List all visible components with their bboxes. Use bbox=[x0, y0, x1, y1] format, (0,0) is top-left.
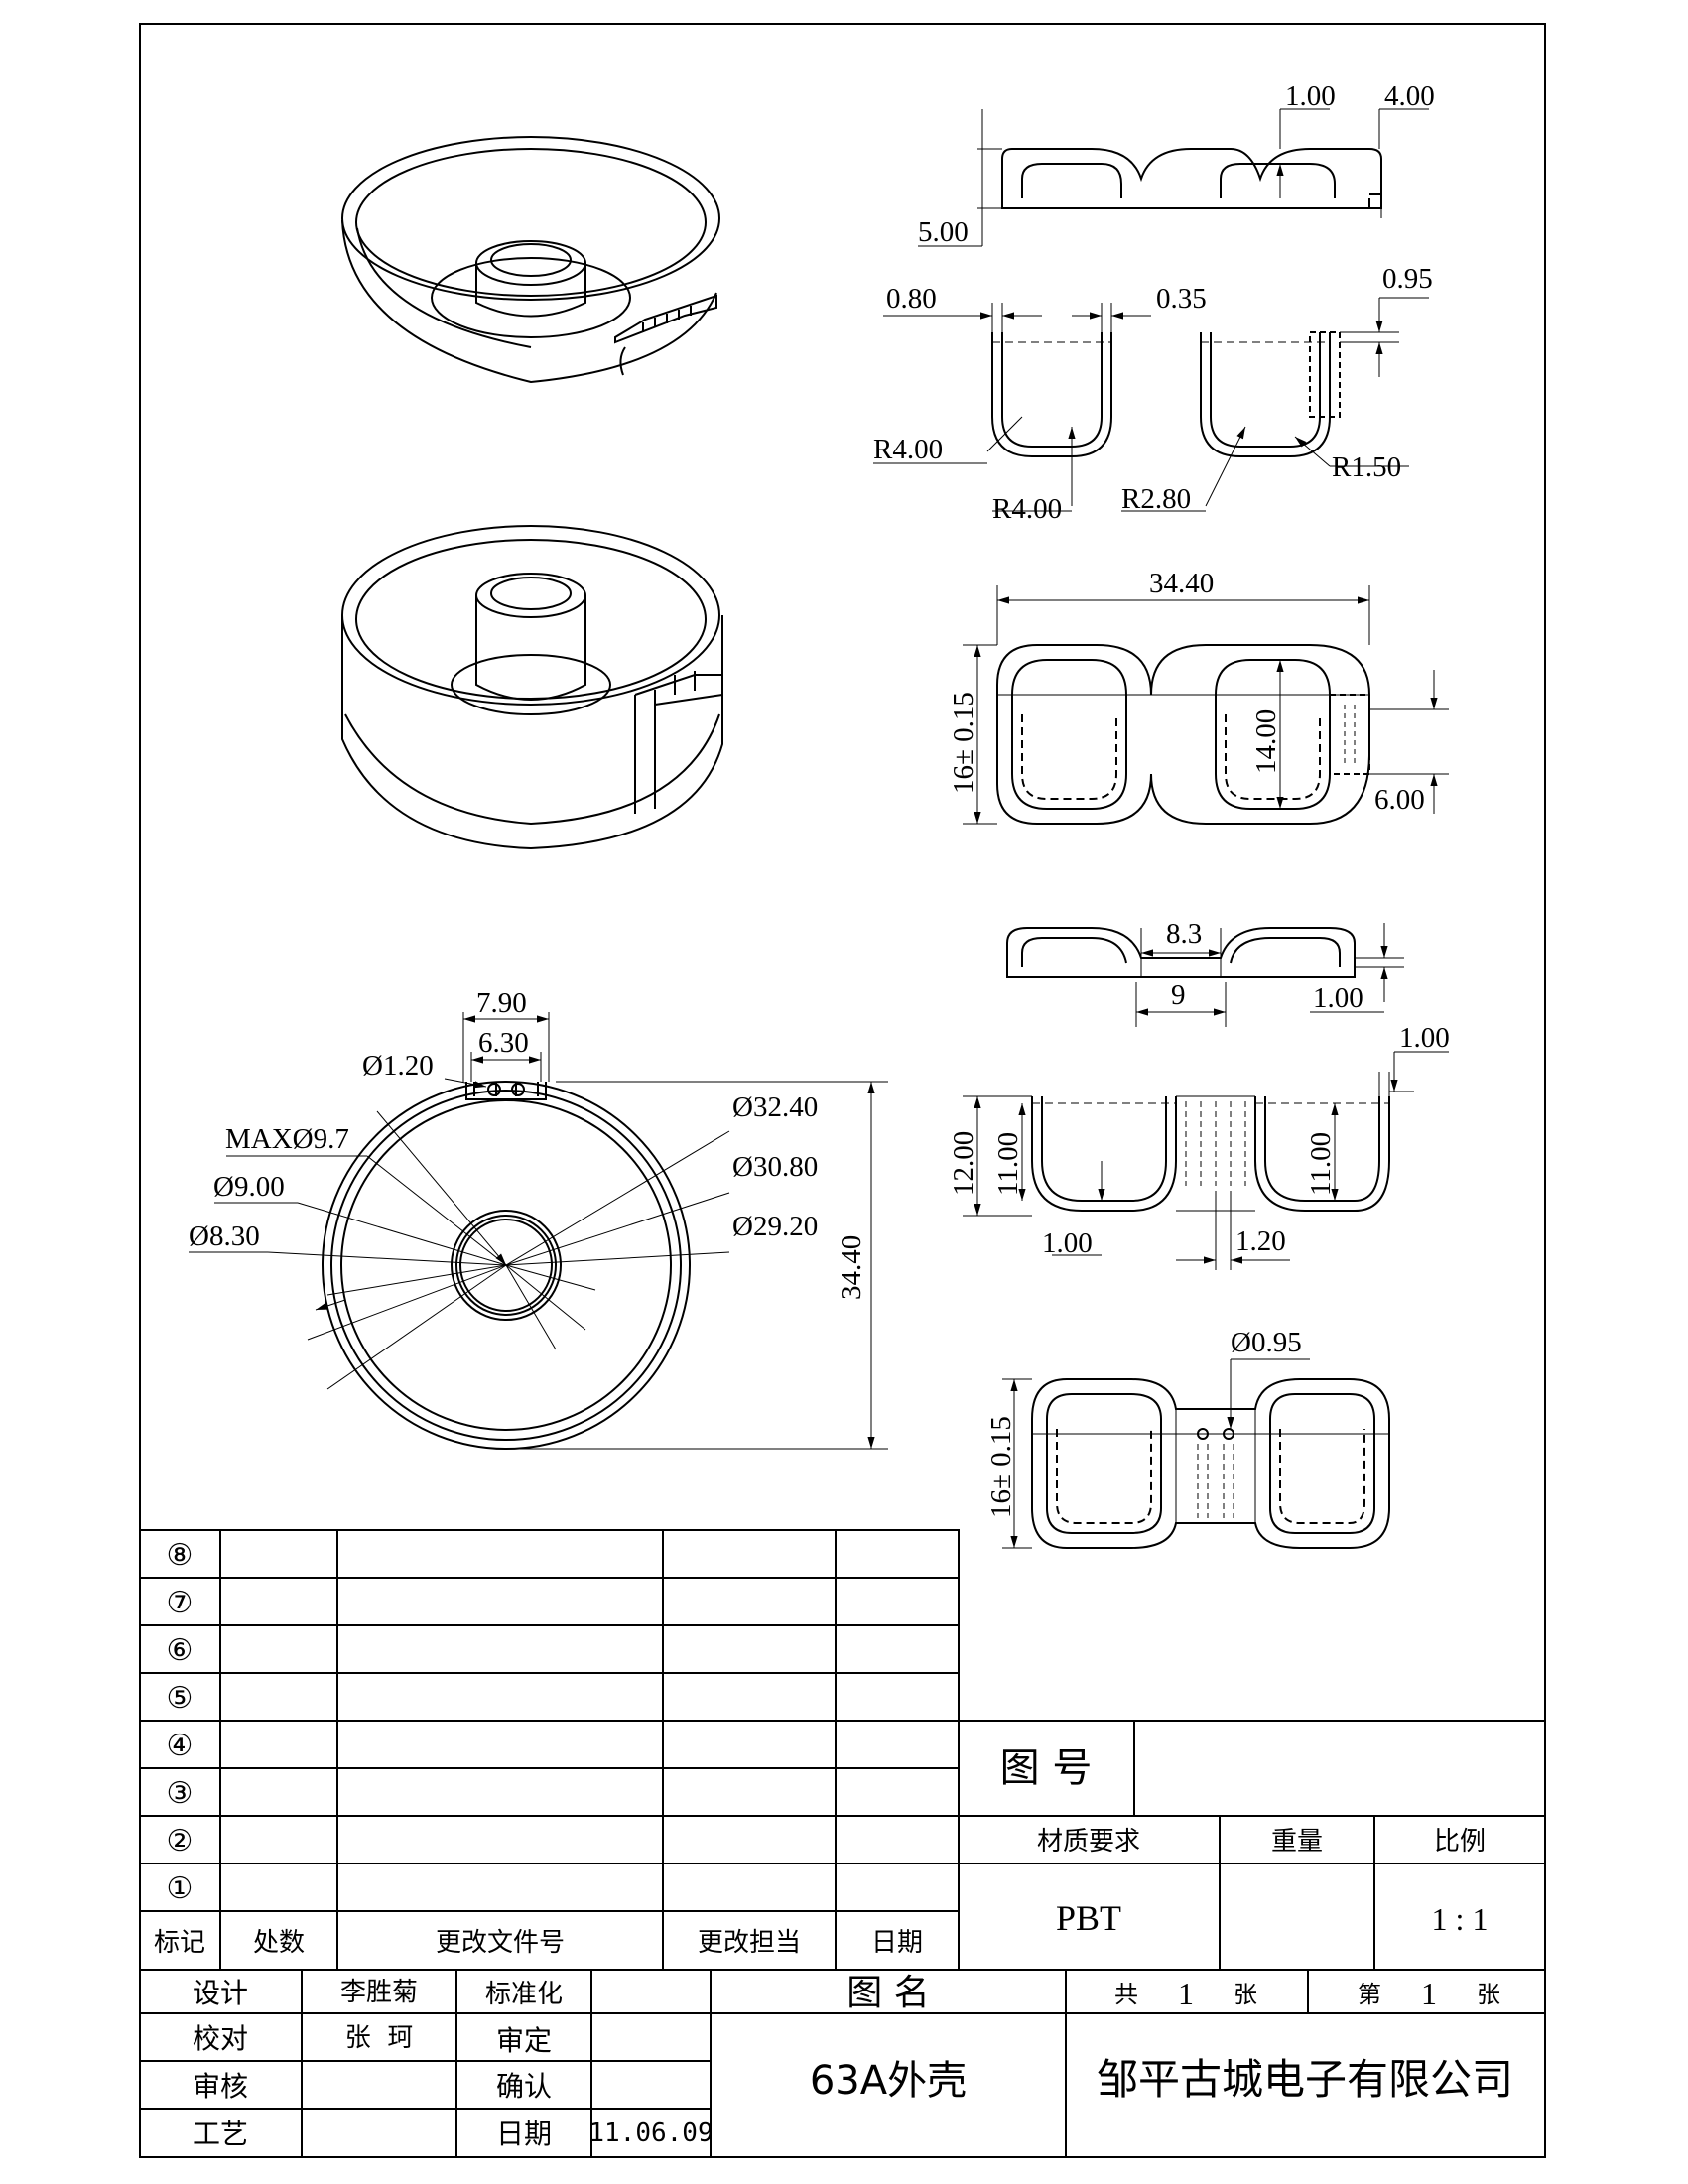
dim-r2-80: R2.80 bbox=[1121, 483, 1191, 515]
standard-label: 标准化 bbox=[485, 1980, 563, 2009]
row-mark-3: ③ bbox=[167, 1776, 194, 1811]
design-value: 李胜菊 bbox=[340, 1978, 418, 2007]
title-block-bottom bbox=[139, 1969, 1546, 2158]
row-mark-8: ⑧ bbox=[167, 1538, 194, 1573]
isometric-view-top bbox=[341, 136, 720, 384]
dim-12-00: 12.00 bbox=[948, 1131, 979, 1196]
dim-1-00-b: 1.00 bbox=[1399, 1022, 1450, 1054]
dim-phi-1-20: Ø1.20 bbox=[362, 1050, 434, 1082]
isometric-view-middle bbox=[341, 525, 723, 850]
date-value: 11.06.09 bbox=[588, 2119, 713, 2148]
confirm-label: 确认 bbox=[496, 2070, 552, 2103]
dim-phi-0-95: Ø0.95 bbox=[1231, 1327, 1302, 1358]
side-profile-view-2 bbox=[1006, 923, 1404, 1027]
material-label: 材质要求 bbox=[1037, 1827, 1140, 1857]
total-unit: 张 bbox=[1234, 1981, 1257, 2008]
dim-top-4-00: 4.00 bbox=[1384, 80, 1435, 112]
dim-6-00: 6.00 bbox=[1374, 784, 1425, 816]
dim-r1-50: R1.50 bbox=[1332, 451, 1401, 483]
sheet-border bbox=[139, 23, 1546, 2158]
scale-label: 比例 bbox=[1434, 1827, 1486, 1857]
company-name: 邹平古城电子有限公司 bbox=[1097, 2055, 1513, 2104]
dim-phi-9-00: Ø9.00 bbox=[213, 1171, 285, 1203]
section-view-2 bbox=[963, 1051, 1449, 1270]
front-circle-view bbox=[189, 1012, 888, 1450]
sheet-label: 第 bbox=[1358, 1981, 1381, 2008]
row-mark-7: ⑦ bbox=[167, 1586, 194, 1620]
part-name: 63A外壳 bbox=[810, 2058, 967, 2104]
dim-14-00: 14.00 bbox=[1250, 709, 1282, 774]
dim-11-00-left: 11.00 bbox=[992, 1132, 1024, 1196]
dim-1-00-c: 1.00 bbox=[1042, 1227, 1093, 1259]
header-owner: 更改担当 bbox=[698, 1928, 801, 1958]
dim-34-40: 34.40 bbox=[1149, 568, 1214, 599]
header-mark: 标记 bbox=[154, 1928, 205, 1958]
dimension-labels: 1.00 4.00 5.00 0.80 0.35 0.95 R4.00 R4.0… bbox=[189, 80, 1450, 1518]
process-label: 工艺 bbox=[193, 2118, 248, 2150]
revision-table bbox=[139, 1529, 960, 1971]
plan-view-2 bbox=[1002, 1358, 1390, 1549]
dim-top-1-00: 1.00 bbox=[1285, 80, 1336, 112]
design-label: 设计 bbox=[193, 1977, 248, 2009]
dim-6-30: 6.30 bbox=[478, 1027, 529, 1059]
dim-phi-30-80: Ø30.80 bbox=[732, 1151, 818, 1183]
row-mark-1: ① bbox=[167, 1871, 194, 1906]
row-mark-5: ⑤ bbox=[167, 1681, 194, 1716]
sheet-unit: 张 bbox=[1477, 1981, 1500, 2008]
total-label: 共 bbox=[1114, 1981, 1138, 2008]
dim-r4-00-bottom: R4.00 bbox=[992, 493, 1062, 525]
dim-max-9-7: MAXØ9.7 bbox=[225, 1123, 349, 1155]
header-date: 日期 bbox=[871, 1928, 923, 1958]
dim-phi-8-30: Ø8.30 bbox=[189, 1220, 260, 1252]
dim-0-35: 0.35 bbox=[1156, 283, 1207, 315]
title-block-right-text: 图 号 材质要求 重量 比例 PBT 1 : 1 bbox=[1000, 1745, 1489, 1938]
dim-0-95: 0.95 bbox=[1382, 263, 1433, 295]
row-mark-4: ④ bbox=[167, 1729, 194, 1763]
sheet-value: 1 bbox=[1421, 1976, 1437, 2011]
drawing-no-label: 图 号 bbox=[1000, 1745, 1093, 1791]
check-label: 校对 bbox=[193, 2022, 248, 2055]
dim-7-90: 7.90 bbox=[476, 987, 527, 1019]
dim-11-00-right: 11.00 bbox=[1305, 1132, 1337, 1196]
dim-1-00-a: 1.00 bbox=[1313, 982, 1363, 1014]
audit-label: 审核 bbox=[193, 2070, 248, 2103]
dim-9: 9 bbox=[1171, 979, 1186, 1011]
revision-row-marks: ⑧ ⑦ ⑥ ⑤ ④ ③ ② ① bbox=[167, 1538, 194, 1906]
check-value: 张 珂 bbox=[345, 2023, 414, 2053]
dim-phi-32-40: Ø32.40 bbox=[732, 1092, 818, 1123]
header-count: 处数 bbox=[253, 1928, 305, 1958]
dim-8-3: 8.3 bbox=[1166, 918, 1202, 950]
dim-1-20: 1.20 bbox=[1235, 1225, 1286, 1257]
dim-v-34-40: 34.40 bbox=[836, 1235, 867, 1300]
plan-view-1 bbox=[963, 585, 1449, 825]
dim-16-left: 16± 0.15 bbox=[948, 692, 979, 794]
dim-r4-00-left: R4.00 bbox=[873, 434, 943, 465]
weight-label: 重量 bbox=[1271, 1827, 1323, 1857]
scale-value: 1 : 1 bbox=[1432, 1901, 1489, 1937]
dim-16-bottom: 16± 0.15 bbox=[985, 1416, 1017, 1518]
side-profile-view bbox=[918, 108, 1429, 247]
header-doc-no: 更改文件号 bbox=[436, 1928, 565, 1958]
revision-header: 标记 处数 更改文件号 更改担当 日期 bbox=[154, 1928, 923, 1958]
dim-top-5-00: 5.00 bbox=[918, 216, 969, 248]
total-value: 1 bbox=[1178, 1976, 1194, 2011]
name-label: 图 名 bbox=[846, 1973, 929, 2013]
section-view-1 bbox=[873, 297, 1429, 512]
date-label: 日期 bbox=[496, 2118, 552, 2150]
dim-0-80: 0.80 bbox=[886, 283, 937, 315]
review-label: 审定 bbox=[496, 2024, 552, 2057]
row-mark-2: ② bbox=[167, 1824, 194, 1859]
dim-phi-29-20: Ø29.20 bbox=[732, 1211, 818, 1242]
title-block-bottom-text: 设计 李胜菊 标准化 校对 张 珂 审定 审核 确认 工艺 日期 11.06.0… bbox=[193, 1973, 1513, 2150]
material-value: PBT bbox=[1056, 1898, 1121, 1938]
row-mark-6: ⑥ bbox=[167, 1633, 194, 1668]
